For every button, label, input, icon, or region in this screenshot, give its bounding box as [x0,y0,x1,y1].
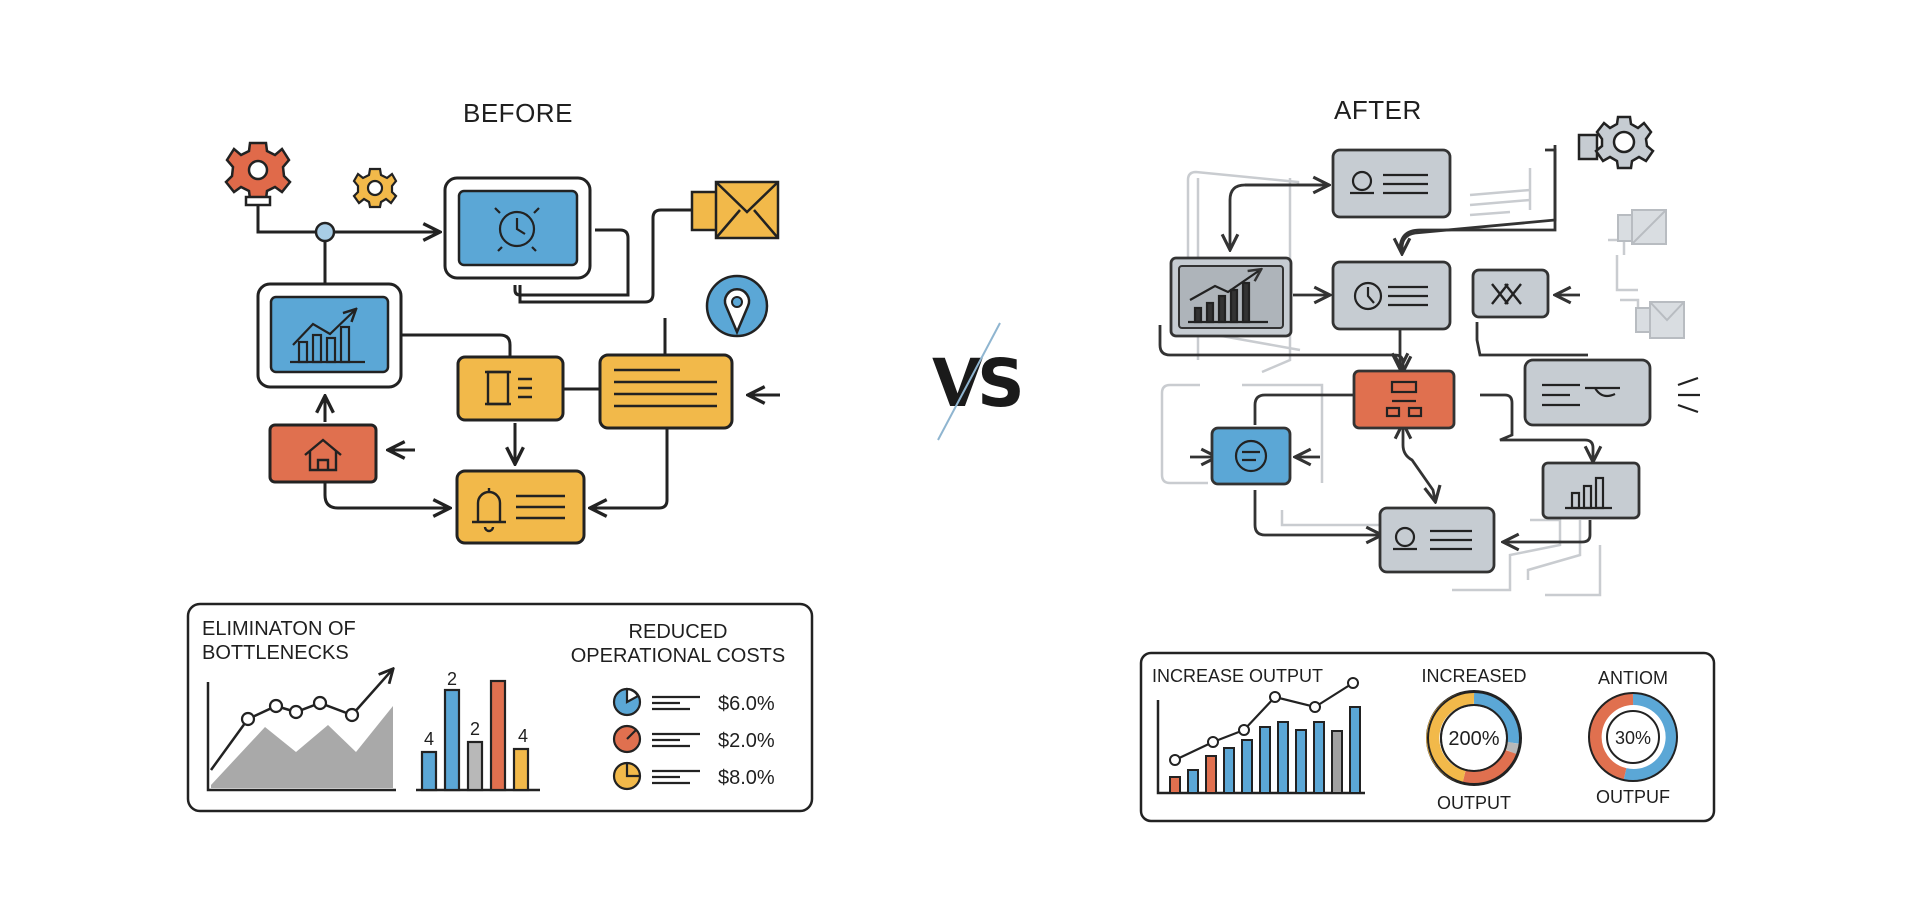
after-card-hub[interactable] [1352,369,1456,430]
bottleneck-area-chart [206,670,396,792]
cost-icons [612,687,700,791]
after-card-chat[interactable] [1210,426,1292,486]
cost-value: $2.0% [718,730,775,752]
donut1-bottom-label: OUTPUT [1437,793,1511,813]
bar [466,740,484,792]
bar [489,679,507,792]
connector [323,480,448,508]
envelope-icon [690,180,780,240]
output-chart-title: INCREASE OUTPUT [1152,666,1324,686]
donut1-top-label: INCREASED [1421,666,1527,686]
connector [256,196,325,234]
connector [518,208,692,304]
vs-label: VS [932,345,1025,422]
data-point [312,695,328,711]
connector [513,228,630,297]
donut2-top-label: ANTIOM [1598,668,1668,688]
bar-label: 2 [447,669,458,689]
bell-icon [472,488,506,533]
connector [592,428,669,508]
gear-icon [224,141,292,207]
data-point [288,704,304,720]
data-point [240,711,256,727]
data-point [268,698,284,714]
bar [1277,721,1289,794]
document-card [456,355,565,422]
clock-icon [494,207,540,252]
notification-card [455,469,586,545]
after-card-chart-monitor [1169,256,1293,338]
bar [420,750,438,792]
bar [1259,726,1271,794]
bar [1205,755,1217,794]
cost-value: $8.0% [718,767,775,789]
bar [1331,730,1343,794]
bar-label: 4 [518,726,529,746]
bar [1241,739,1253,794]
clock-monitor [443,176,592,280]
after-background-connectors [1160,168,1640,597]
bar [443,688,461,792]
before-title: BEFORE [463,98,573,128]
donut1-value: 200% [1448,728,1500,750]
bar [512,747,530,792]
home-card [268,423,378,484]
before-metrics-panel [186,602,814,813]
after-card-profile [1331,148,1452,219]
gear-icon [352,167,398,209]
connector [402,333,512,360]
bottleneck-bar-chart [416,679,540,792]
cost-value: $6.0% [718,693,775,715]
bar [1349,706,1361,794]
bar [1313,721,1325,794]
donut2-bottom-label: OUTPUF [1596,787,1670,807]
chart-monitor [256,282,403,389]
output-bar-chart [1156,677,1365,795]
faded-envelope-icon [1617,209,1685,339]
costs-title: REDUCED OPERATIONAL COSTS [570,621,786,667]
trend-line [1174,682,1354,761]
after-card-timer [1331,260,1452,331]
after-card-profile-bottom [1378,506,1496,574]
after-card-bars [1541,461,1641,520]
increased-output-donut [1426,690,1522,786]
data-point [344,707,360,723]
home-icon [304,438,342,472]
before-diagram [256,196,780,508]
junction-node [314,221,336,243]
bar [1223,747,1235,794]
list-card [598,353,734,430]
after-connectors [1158,145,1593,542]
vs-slash [937,322,1001,441]
gear-icon [1577,115,1655,170]
after-card-cancel [1471,268,1550,319]
after-card-list [1523,358,1652,427]
bar [1169,776,1181,794]
after-title: AFTER [1334,95,1422,125]
bar-label: 2 [470,719,481,739]
antiom-output-donut [1588,692,1678,782]
location-pin-icon [705,274,769,338]
bar-label: 4 [424,729,435,749]
signal-lines [1677,376,1700,414]
bottleneck-title: ELIMINATON OF BOTTLENECKS [202,618,356,664]
bar [1187,769,1199,794]
after-metrics-panel [1139,651,1716,823]
bar [1295,729,1307,794]
donut2-value: 30% [1614,728,1652,748]
